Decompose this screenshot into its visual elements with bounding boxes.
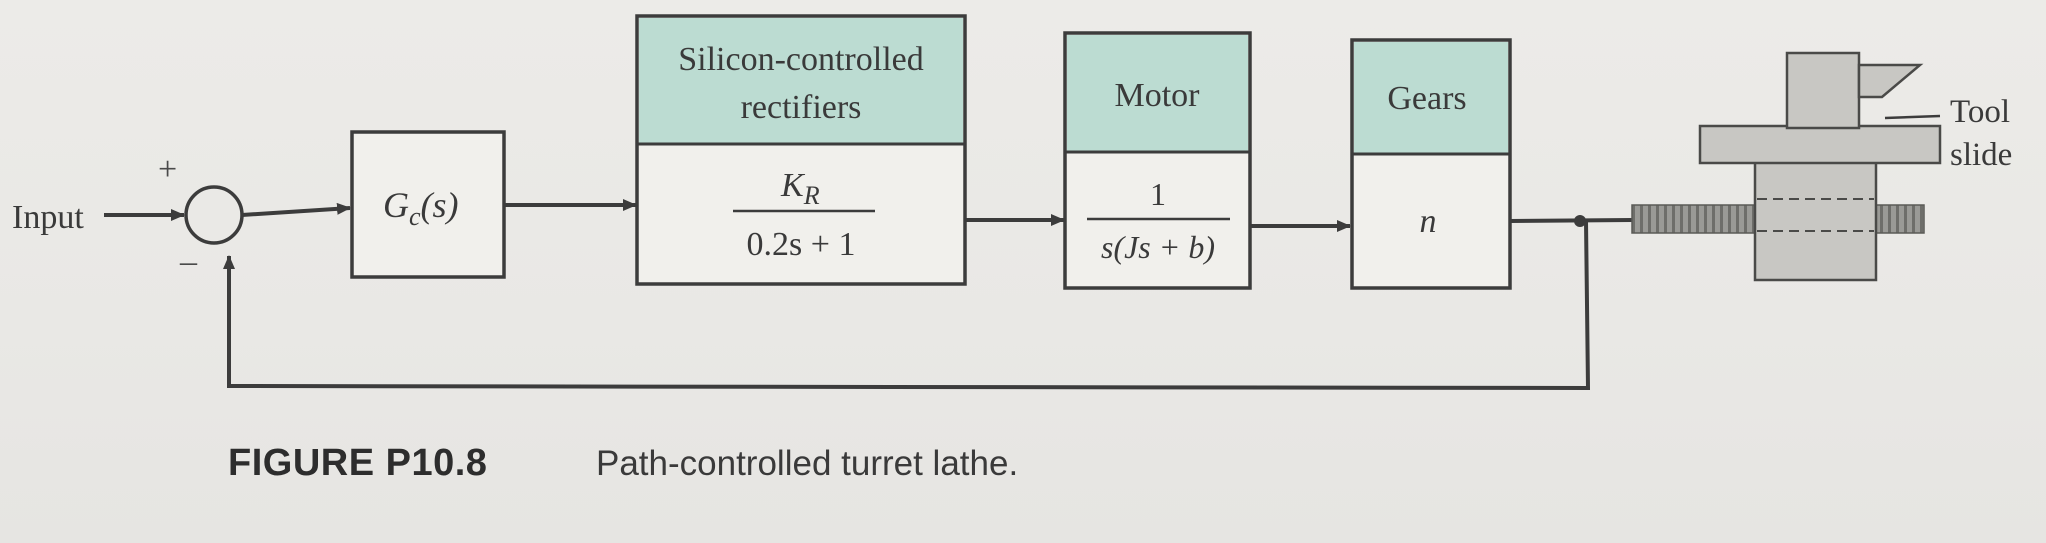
- motor-title: Motor: [1115, 77, 1201, 114]
- feedback-path: [223, 220, 1591, 391]
- scr-title-line2: rectifiers: [741, 89, 862, 126]
- scr-block: Silicon-controlled rectifiers KR 0.2s + …: [635, 14, 967, 286]
- gears-block: Gears n: [1350, 38, 1512, 290]
- output-line: [1509, 218, 1633, 223]
- tool-slide-label-line1: Tool: [1950, 94, 2010, 130]
- motor-numerator: 1: [1150, 176, 1166, 212]
- figure-number: FIGURE P10.8: [228, 442, 488, 484]
- controller-transfer-function: Gc(s): [383, 185, 459, 231]
- slide-plate: [1698, 124, 1942, 165]
- figure-caption: Path-controlled turret lathe.: [596, 444, 1019, 483]
- tool-post: [1785, 51, 1861, 130]
- cutting-tool: [1857, 63, 1924, 99]
- gears-title: Gears: [1387, 80, 1466, 117]
- slide-carriage: [1753, 155, 1878, 282]
- tool-slide-illustration: Tool slide: [1631, 51, 2012, 282]
- gears-gain: n: [1420, 203, 1437, 240]
- summing-junction: [184, 185, 244, 245]
- sum-plus-sign: +: [158, 151, 177, 188]
- motor-denominator: s(Js + b): [1101, 229, 1215, 265]
- arrow-to-controller: [241, 202, 351, 217]
- scr-header: [639, 18, 963, 144]
- scr-denominator: 0.2s + 1: [747, 226, 856, 263]
- sum-minus-sign: –: [179, 243, 198, 280]
- motor-block: Motor 1 s(Js + b): [1063, 31, 1252, 290]
- controller-block: Gc(s): [350, 130, 506, 279]
- tool-slide-label-line2: slide: [1950, 137, 2012, 173]
- input-label: Input: [12, 199, 84, 236]
- gears-header: [1354, 42, 1508, 154]
- scr-numerator: KR: [780, 167, 820, 210]
- takeoff-point: [1574, 215, 1586, 227]
- tool-slide-leader: [1884, 114, 1941, 120]
- scr-title-line1: Silicon-controlled: [678, 41, 924, 78]
- motor-header: [1067, 35, 1248, 152]
